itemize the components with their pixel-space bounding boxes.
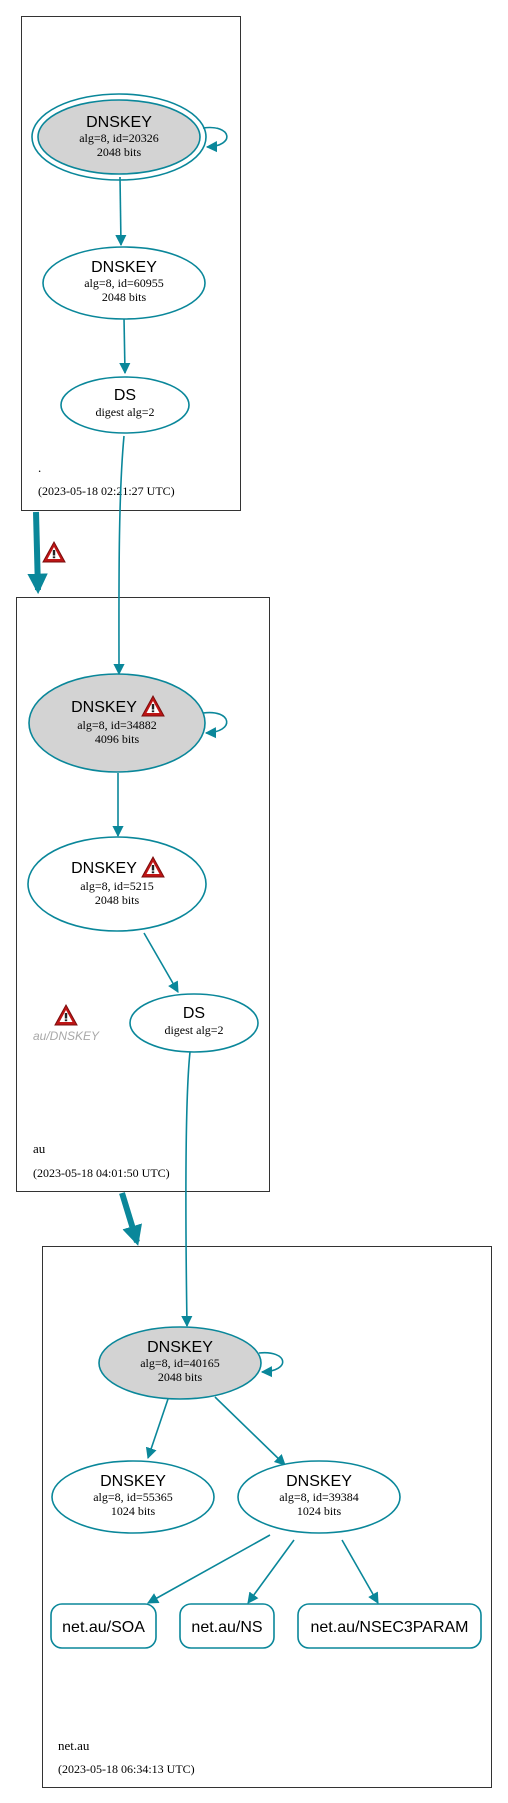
dnskey-node-net-ksk: DNSKEY alg=8, id=40165 2048 bits bbox=[98, 1326, 262, 1400]
zone-name-netau: net.au bbox=[58, 1738, 90, 1753]
edge-root-ksk-self bbox=[202, 126, 228, 153]
rrset-label: net.au/NSEC3PARAM bbox=[311, 1619, 469, 1636]
rrset-label: net.au/SOA bbox=[62, 1619, 145, 1636]
edge-net-ksk-self bbox=[258, 1352, 284, 1378]
node-detail: 2048 bits bbox=[95, 893, 140, 907]
edge-root-zsk-ds bbox=[119, 317, 131, 375]
edge-net-ksk-zsk2 bbox=[214, 1396, 286, 1466]
dnskey-node-root-zsk: DNSKEY alg=8, id=60955 2048 bits bbox=[42, 246, 206, 320]
dnskey-node-au-zsk: DNSKEY alg=8, id=5215 2048 bits bbox=[27, 836, 207, 932]
zone-name-au: au bbox=[33, 1141, 46, 1156]
node-detail: digest alg=2 bbox=[95, 405, 154, 419]
node-title: DNSKEY bbox=[86, 114, 152, 131]
edge-root-ds-au-ksk bbox=[113, 435, 125, 676]
node-title: DS bbox=[183, 1005, 205, 1022]
rrset-node-ns: net.au/NS bbox=[179, 1603, 275, 1649]
rrset-node-soa: net.au/SOA bbox=[50, 1603, 157, 1649]
node-detail: 1024 bits bbox=[297, 1504, 342, 1518]
node-detail: alg=8, id=5215 bbox=[80, 879, 154, 893]
edge-root-ksk-zsk bbox=[115, 176, 127, 247]
node-detail: 2048 bits bbox=[97, 145, 142, 159]
warning-triangle-icon bbox=[54, 1004, 78, 1026]
edge-net-zsk2-soa bbox=[147, 1534, 271, 1604]
rrset-node-nsec3param: net.au/NSEC3PARAM bbox=[297, 1603, 482, 1649]
node-detail: digest alg=2 bbox=[164, 1023, 223, 1037]
node-title: DNSKEY bbox=[147, 1339, 213, 1356]
node-detail: 1024 bits bbox=[111, 1504, 156, 1518]
edge-au-zsk-ds bbox=[143, 932, 179, 993]
dnskey-node-au-ksk: DNSKEY alg=8, id=34882 4096 bits bbox=[28, 673, 206, 773]
node-detail: 2048 bits bbox=[158, 1370, 203, 1384]
node-detail: alg=8, id=20326 bbox=[79, 131, 159, 145]
zone-cluster-root bbox=[21, 16, 241, 511]
rrset-label: net.au/NS bbox=[191, 1619, 262, 1636]
node-title: DNSKEY bbox=[100, 1473, 166, 1490]
edge-net-zsk2-ns bbox=[247, 1539, 295, 1604]
edge-au-ds-net-ksk bbox=[181, 1051, 193, 1328]
ds-node-au: DS digest alg=2 bbox=[129, 993, 259, 1053]
node-detail: alg=8, id=39384 bbox=[279, 1490, 359, 1504]
node-title: DNSKEY bbox=[286, 1473, 352, 1490]
au-dnskey-label: au/DNSKEY bbox=[33, 1029, 100, 1043]
zone-cluster-au bbox=[16, 597, 270, 1192]
node-title: DNSKEY bbox=[71, 860, 137, 877]
ds-node-root: DS digest alg=2 bbox=[60, 376, 190, 434]
dnskey-node-root-ksk: DNSKEY alg=8, id=20326 2048 bits bbox=[31, 93, 207, 181]
delegation-arrow-au-netau bbox=[119, 1192, 142, 1246]
edge-net-ksk-zsk1 bbox=[145, 1398, 169, 1460]
edge-net-zsk2-nsec3param bbox=[341, 1539, 379, 1604]
dnskey-node-net-zsk-55365: DNSKEY alg=8, id=55365 1024 bits bbox=[51, 1460, 215, 1534]
node-detail: alg=8, id=55365 bbox=[93, 1490, 173, 1504]
node-detail: 2048 bits bbox=[102, 290, 147, 304]
zone-name-root: . bbox=[38, 460, 41, 475]
zone-timestamp-au: (2023-05-18 04:01:50 UTC) bbox=[33, 1166, 170, 1180]
edge-au-ksk-self bbox=[202, 711, 228, 739]
node-detail: 4096 bits bbox=[95, 732, 140, 746]
node-title: DNSKEY bbox=[71, 699, 137, 716]
node-detail: alg=8, id=40165 bbox=[140, 1356, 220, 1370]
node-detail: alg=8, id=34882 bbox=[77, 718, 157, 732]
node-title: DNSKEY bbox=[91, 259, 157, 276]
delegation-arrow-root-au bbox=[27, 511, 48, 595]
zone-cluster-netau bbox=[42, 1246, 492, 1788]
node-title: DS bbox=[114, 387, 136, 404]
node-detail: alg=8, id=60955 bbox=[84, 276, 164, 290]
zone-timestamp-root: (2023-05-18 02:21:27 UTC) bbox=[38, 484, 175, 498]
zone-timestamp-netau: (2023-05-18 06:34:13 UTC) bbox=[58, 1762, 195, 1776]
au-dnskey-warning-node: au/DNSKEY bbox=[33, 1004, 100, 1043]
dnskey-node-net-zsk-39384: DNSKEY alg=8, id=39384 1024 bits bbox=[237, 1460, 401, 1534]
delegation-warning-icon bbox=[42, 541, 66, 563]
